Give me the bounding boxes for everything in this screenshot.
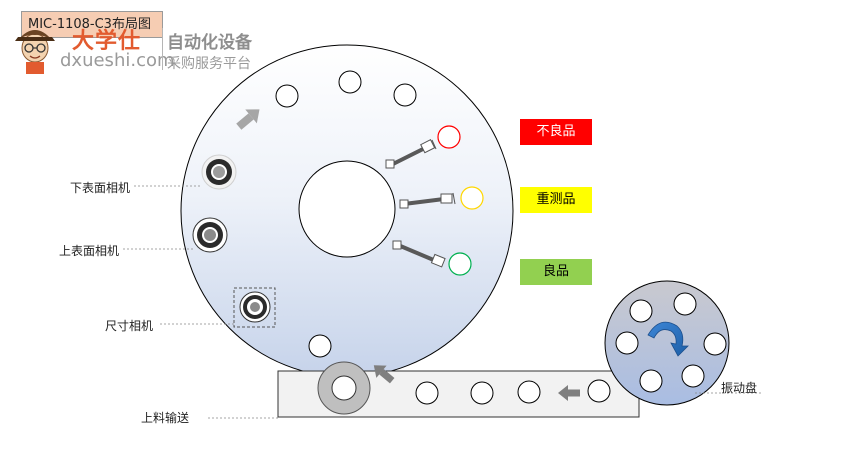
- bowl-part: [673, 292, 697, 316]
- bowl-part: [703, 332, 727, 356]
- bowl-rotation-arrow: [647, 321, 689, 357]
- upper-camera-label: 上表面相机: [59, 244, 120, 258]
- transfer-arrow: [373, 365, 395, 384]
- logo-tagline-2: 采购服务平台: [167, 56, 251, 72]
- logo-divider: [162, 28, 163, 70]
- lower-camera-label: 下表面相机: [70, 181, 131, 195]
- ok-product-label: 良品: [520, 259, 592, 285]
- logo-url-text: dxueshi.com: [60, 50, 175, 71]
- vibration-bowl-label: 振动盘: [721, 381, 758, 395]
- ng-product-label: 不良品: [520, 119, 592, 145]
- retest-eject-nozzle: [399, 192, 456, 209]
- disk-rotation-arrow: [236, 109, 260, 130]
- ok-eject-nozzle: [392, 240, 446, 268]
- bowl-part: [615, 331, 639, 355]
- disk-station-hole: [393, 83, 417, 107]
- conveyor-direction-arrow: [558, 385, 580, 401]
- disk-station-hole: [338, 70, 362, 94]
- conveyor-part: [415, 381, 439, 405]
- size-camera: [233, 287, 276, 328]
- disk-station-hole: [308, 334, 332, 358]
- size-camera-label: 尺寸相机: [105, 319, 154, 333]
- loading-station-hole: [331, 375, 357, 401]
- ng-outlet: [437, 125, 461, 149]
- ng-eject-nozzle: [385, 139, 437, 169]
- retest-outlet: [460, 186, 484, 210]
- lower-surface-camera: [201, 154, 237, 190]
- conveyor-part: [517, 380, 541, 404]
- feed-conveyor-label: 上料输送: [141, 411, 190, 425]
- conveyor-part: [470, 381, 494, 405]
- upper-surface-camera: [192, 217, 228, 253]
- bowl-part: [629, 299, 653, 323]
- retest-product-label: 重测品: [520, 187, 592, 213]
- bowl-part: [639, 369, 663, 393]
- disk-station-hole: [275, 84, 299, 108]
- ok-outlet: [448, 252, 472, 276]
- logo-brand-text: 大学仕: [72, 29, 142, 54]
- bowl-part: [681, 364, 705, 388]
- disk-center-hub: [298, 160, 396, 258]
- mascot-logo-icon: [15, 30, 55, 74]
- conveyor-part: [587, 379, 611, 403]
- logo-tagline-1: 自动化设备: [167, 33, 252, 53]
